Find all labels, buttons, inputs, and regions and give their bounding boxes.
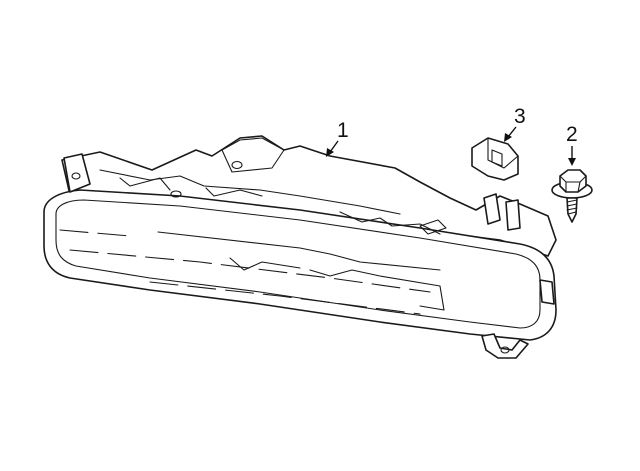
bracket-hole (231, 160, 243, 170)
callout-arrow-3 (504, 133, 512, 142)
bracket-tab (221, 137, 285, 173)
lamp-lens-body (43, 189, 557, 341)
callout-arrow-2 (568, 158, 576, 166)
clip-nut-body (471, 137, 519, 181)
lower-mount-foot (481, 333, 529, 359)
fog-lamp-assembly (43, 135, 557, 359)
callout-arrow-1 (326, 148, 334, 157)
reflector-line-a (157, 231, 441, 271)
housing-rib-3 (205, 187, 263, 197)
housing-rib-4 (339, 211, 441, 235)
lens-shade-1 (59, 229, 131, 237)
callout-2: 2 (566, 123, 578, 166)
clip-nut-slot (491, 149, 503, 167)
callout-label-2: 2 (566, 123, 578, 146)
callout-3: 3 (504, 105, 526, 142)
reflector-line-c (309, 269, 445, 311)
bolt-threads (566, 199, 578, 215)
housing-rib-2 (119, 177, 171, 191)
housing-hole-left (170, 190, 182, 198)
callout-label-1: 1 (337, 119, 349, 142)
lens-shade-2 (69, 249, 431, 293)
bolt-hex-edge (559, 175, 587, 193)
left-tab-hole (71, 172, 81, 180)
callout-leader-1 (329, 140, 339, 153)
bolt (551, 169, 593, 223)
clip-nut (471, 137, 519, 181)
right-mount-post (483, 193, 501, 225)
callout-leader-3 (507, 126, 517, 138)
callout-1: 1 (326, 119, 349, 157)
reflector-line-b (229, 257, 301, 271)
right-mount-post-2 (505, 199, 521, 231)
lens-inner-outline (55, 199, 541, 329)
lens-shade-3 (149, 281, 421, 315)
lower-mount-hole (500, 346, 510, 354)
housing-clip-right (419, 219, 447, 235)
right-side-tab (539, 279, 555, 305)
bolt-hex-head (559, 169, 587, 193)
callout-label-3: 3 (514, 105, 526, 128)
